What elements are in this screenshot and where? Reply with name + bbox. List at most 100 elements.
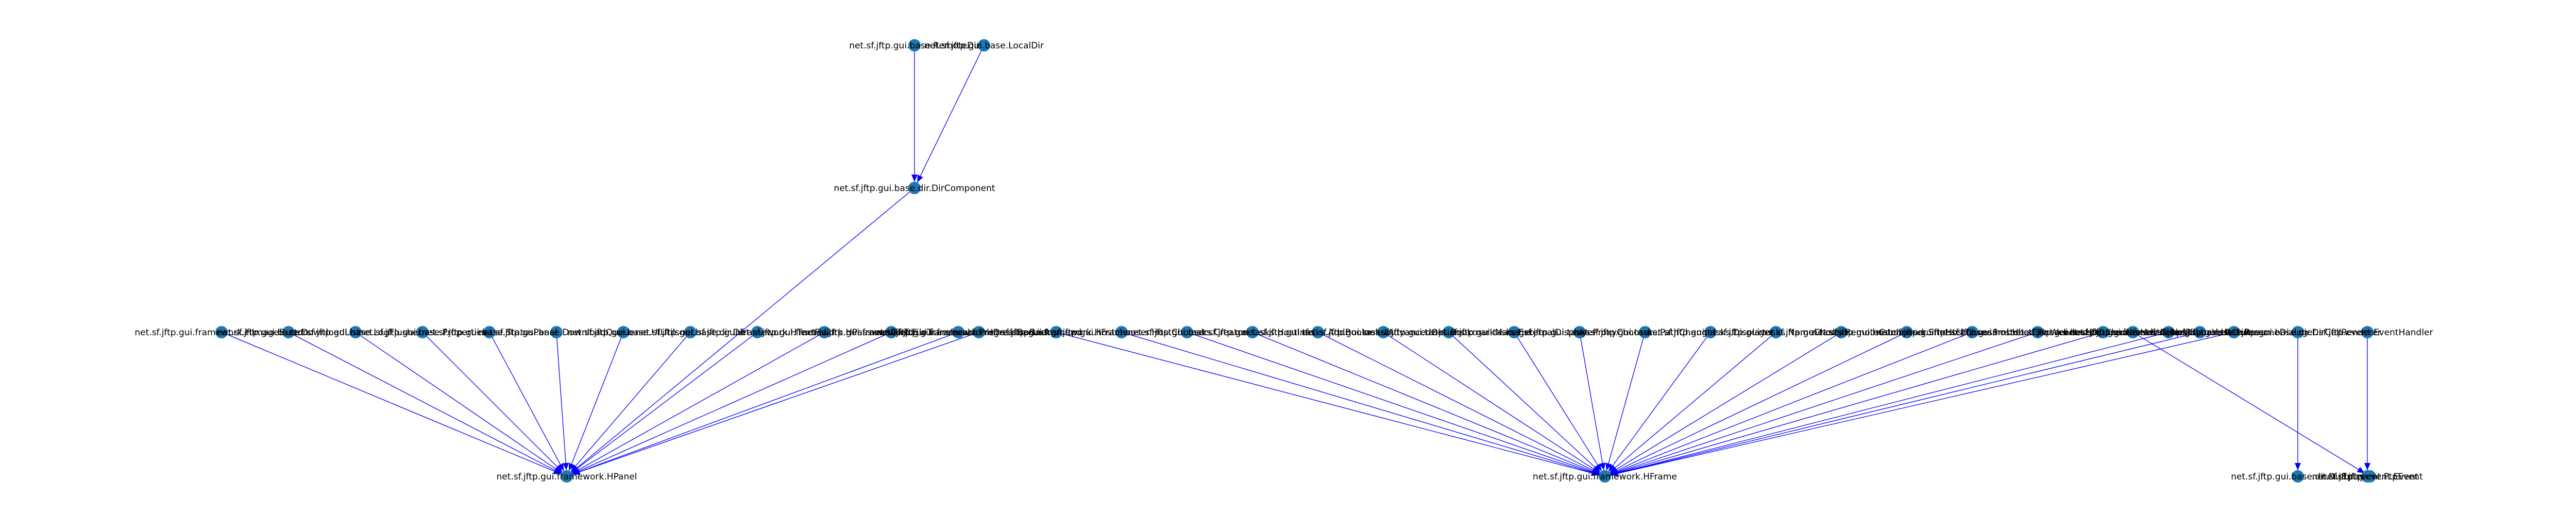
edge-layer bbox=[221, 45, 2370, 477]
edge-p6-n4 bbox=[556, 332, 567, 471]
edge-f14-n5 bbox=[1610, 332, 1907, 474]
node-label: net.sf.jftp.gui.base.RemoteDir bbox=[849, 41, 980, 51]
node-n2[interactable] bbox=[978, 39, 990, 52]
node-f15[interactable] bbox=[1966, 326, 1978, 338]
node-f12[interactable] bbox=[1770, 326, 1782, 338]
node-label: net.sf.jftp.gui.tasks.AddBookmarks bbox=[1242, 328, 1394, 338]
edge-arrowhead bbox=[917, 174, 923, 183]
node-f4[interactable] bbox=[1246, 326, 1259, 338]
node-label: net.sf.jftp.gui.base.ResumeDialog bbox=[2160, 328, 2308, 338]
edge-f5-n5 bbox=[1317, 332, 1600, 474]
edge-f12-n5 bbox=[1609, 332, 1776, 473]
node-p1[interactable] bbox=[215, 326, 228, 338]
node-label: net.sf.jftp.gui.tasks.ProxyChooser bbox=[1506, 328, 1653, 338]
node-f5[interactable] bbox=[1312, 326, 1324, 338]
node-f7[interactable] bbox=[1443, 326, 1455, 338]
node-p5[interactable] bbox=[483, 326, 496, 338]
edge-f13-n5 bbox=[1609, 332, 1842, 474]
node-p13[interactable] bbox=[973, 326, 985, 338]
node-label: net.sf.jftp.gui.base.Resume bbox=[2140, 328, 2259, 338]
edge-f4-n5 bbox=[1252, 332, 1600, 475]
node-n8[interactable] bbox=[2292, 326, 2304, 338]
node-p3[interactable] bbox=[349, 326, 362, 338]
node-f10[interactable] bbox=[1639, 326, 1651, 338]
edge-f7-n5 bbox=[1448, 332, 1601, 473]
edge-arrowhead bbox=[1599, 462, 1606, 471]
node-p2[interactable] bbox=[282, 326, 295, 338]
edge-p11-n4 bbox=[572, 332, 892, 474]
node-p7[interactable] bbox=[617, 326, 630, 338]
node-n11[interactable] bbox=[2361, 326, 2374, 338]
edge-f8-n5 bbox=[1514, 332, 1602, 472]
edge-arrowhead bbox=[570, 464, 578, 472]
node-f14[interactable] bbox=[1901, 326, 1913, 338]
node-n10[interactable] bbox=[2364, 470, 2376, 483]
node-p11[interactable] bbox=[885, 326, 897, 338]
node-label: net.sf.jftp.gui.base.UIUtils bbox=[567, 328, 680, 338]
node-f9[interactable] bbox=[1573, 326, 1586, 338]
node-f2[interactable] bbox=[1115, 326, 1128, 338]
node-label: net.sf.jftp.gui.framework.HDesktopBackgr… bbox=[876, 328, 1082, 338]
edge-p10-n4 bbox=[572, 332, 825, 474]
node-f6[interactable] bbox=[1377, 326, 1389, 338]
node-n5[interactable] bbox=[1599, 470, 1611, 483]
node-p10[interactable] bbox=[818, 326, 831, 338]
node-label: net.sf.jftp.gui.base.dir.DirEntry bbox=[2231, 472, 2365, 482]
edge-arrowhead bbox=[555, 465, 563, 472]
node-label: net.sf.jftp.gui.base.StatusPanel bbox=[421, 328, 557, 338]
edge-f11-n5 bbox=[1608, 332, 1711, 472]
node-label: net.sf.jftp.gui.tasks.RemoteCommand bbox=[1759, 328, 1924, 338]
node-n3[interactable] bbox=[908, 182, 921, 194]
node-f11[interactable] bbox=[1704, 326, 1717, 338]
node-f19[interactable] bbox=[2228, 326, 2240, 338]
edge-arrowhead bbox=[1605, 462, 1612, 471]
edge-arrowhead bbox=[1608, 464, 1616, 472]
edge-f19-n5 bbox=[1611, 332, 2234, 475]
edge-arrowhead bbox=[1595, 463, 1602, 471]
node-p12[interactable] bbox=[952, 326, 964, 338]
edge-arrowhead bbox=[1592, 465, 1601, 472]
node-label: net.sf.jftp.gui.framework.HTextField bbox=[680, 328, 835, 338]
node-label: net.sf.jftp.gui.tasks.NameChooser bbox=[1702, 328, 1850, 338]
node-f13[interactable] bbox=[1835, 326, 1848, 338]
node-label: net.sf.jftp.gui.framework.FileTransferab… bbox=[802, 328, 980, 338]
node-f8[interactable] bbox=[1508, 326, 1520, 338]
node-p6[interactable] bbox=[550, 326, 563, 338]
edge-f18-n5 bbox=[1611, 332, 2169, 475]
node-n1[interactable] bbox=[908, 39, 921, 52]
node-f18[interactable] bbox=[2162, 326, 2175, 338]
node-label: net.sf.jftp.event.EventHandler bbox=[2301, 328, 2433, 338]
node-layer bbox=[215, 39, 2376, 483]
node-f1[interactable] bbox=[1050, 326, 1062, 338]
node-n4[interactable] bbox=[561, 470, 573, 483]
node-n9[interactable] bbox=[2127, 326, 2139, 338]
node-label: net.sf.jftp.gui.tasks.Creator bbox=[1128, 328, 1247, 338]
node-label: net.sf.jftp.gui.base.DownloadList bbox=[217, 328, 360, 338]
node-label: net.sf.jftp.gui.framework.HFrame bbox=[984, 328, 1128, 338]
edge-arrowhead bbox=[563, 462, 569, 471]
edge-f6-n5 bbox=[1383, 332, 1600, 473]
edge-f2-n5 bbox=[1121, 332, 1599, 475]
edge-arrowhead bbox=[557, 463, 564, 471]
edge-p4-n4 bbox=[422, 332, 563, 472]
node-label: net.sf.jftp.gui.hostchooser.SftpHostChoo… bbox=[1812, 328, 2001, 338]
node-p9[interactable] bbox=[751, 326, 764, 338]
edge-n2-n3 bbox=[917, 45, 985, 183]
node-p4[interactable] bbox=[416, 326, 429, 338]
edge-arrowhead bbox=[2357, 467, 2365, 473]
node-label: net.sf.jftp.event.FtpEvent bbox=[2312, 472, 2423, 482]
node-label: net.sf.jftp.gui.base.dir.Dir bbox=[635, 328, 745, 338]
node-n6[interactable] bbox=[2292, 470, 2304, 483]
node-p8[interactable] bbox=[684, 326, 697, 338]
node-label: net.sf.jftp.gui.hostchooser.SmbHostChoos… bbox=[1876, 328, 2068, 338]
node-f20[interactable] bbox=[2194, 326, 2206, 338]
node-f16[interactable] bbox=[2031, 326, 2044, 338]
edge-f10-n5 bbox=[1606, 332, 1646, 471]
node-f3[interactable] bbox=[1181, 326, 1193, 338]
edge-n3-n4 bbox=[571, 187, 915, 473]
edge-p5-n4 bbox=[489, 332, 564, 471]
edge-f17-n5 bbox=[1611, 332, 2104, 475]
node-label: net.sf.jftp.gui.framework.HFrame bbox=[1533, 472, 1677, 482]
node-f17[interactable] bbox=[2097, 326, 2109, 338]
